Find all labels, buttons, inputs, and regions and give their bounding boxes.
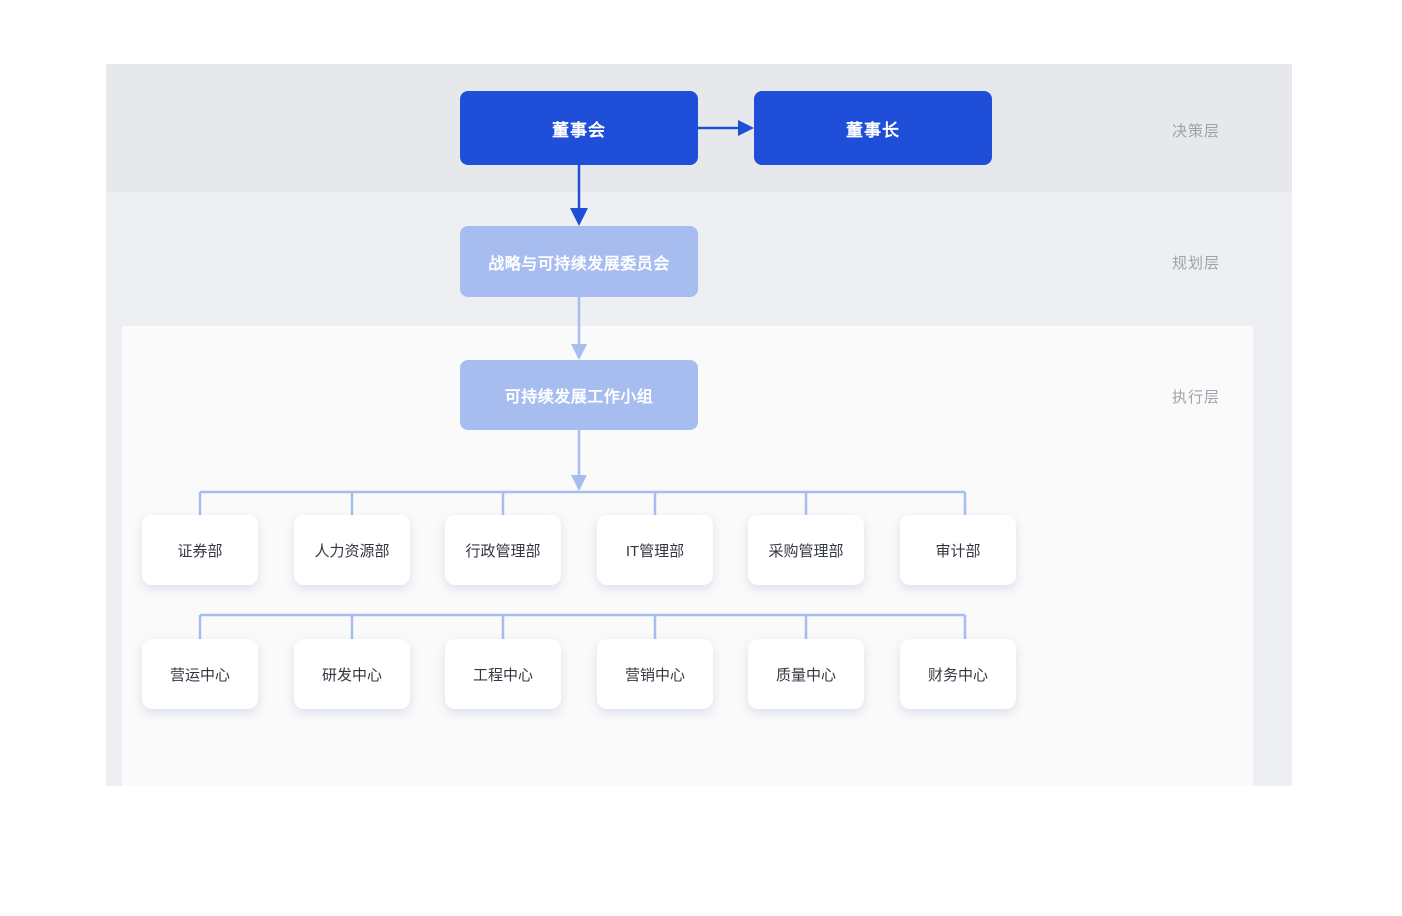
dept-row2-item-1[interactable]: 研发中心 bbox=[294, 639, 410, 709]
layer-label-decision: 决策层 bbox=[1172, 123, 1221, 140]
dept-row1-item-1[interactable]: 人力资源部 bbox=[294, 515, 410, 585]
dept-row1-item-5[interactable]: 审计部 bbox=[900, 515, 1016, 585]
node-sustainability-working-group[interactable]: 可持续发展工作小组 bbox=[460, 360, 698, 430]
dept-row2-item-0[interactable]: 营运中心 bbox=[142, 639, 258, 709]
dept-row2-item-5[interactable]: 财务中心 bbox=[900, 639, 1016, 709]
dept-row1-item-3[interactable]: IT管理部 bbox=[597, 515, 713, 585]
node-chairman[interactable]: 董事长 bbox=[754, 91, 992, 165]
dept-row1-item-4[interactable]: 采购管理部 bbox=[748, 515, 864, 585]
dept-row2-item-3[interactable]: 营销中心 bbox=[597, 639, 713, 709]
layer-label-planning: 规划层 bbox=[1172, 255, 1221, 272]
node-strategy-sustainability-committee[interactable]: 战略与可持续发展委员会 bbox=[460, 226, 698, 297]
layer-band-decision bbox=[106, 64, 1292, 192]
dept-row1-item-2[interactable]: 行政管理部 bbox=[445, 515, 561, 585]
node-board-of-directors[interactable]: 董事会 bbox=[460, 91, 698, 165]
dept-row2-item-2[interactable]: 工程中心 bbox=[445, 639, 561, 709]
dept-row2-item-4[interactable]: 质量中心 bbox=[748, 639, 864, 709]
dept-row1-item-0[interactable]: 证券部 bbox=[142, 515, 258, 585]
layer-label-execution: 执行层 bbox=[1172, 389, 1221, 406]
layer-band-planning bbox=[106, 192, 1292, 326]
